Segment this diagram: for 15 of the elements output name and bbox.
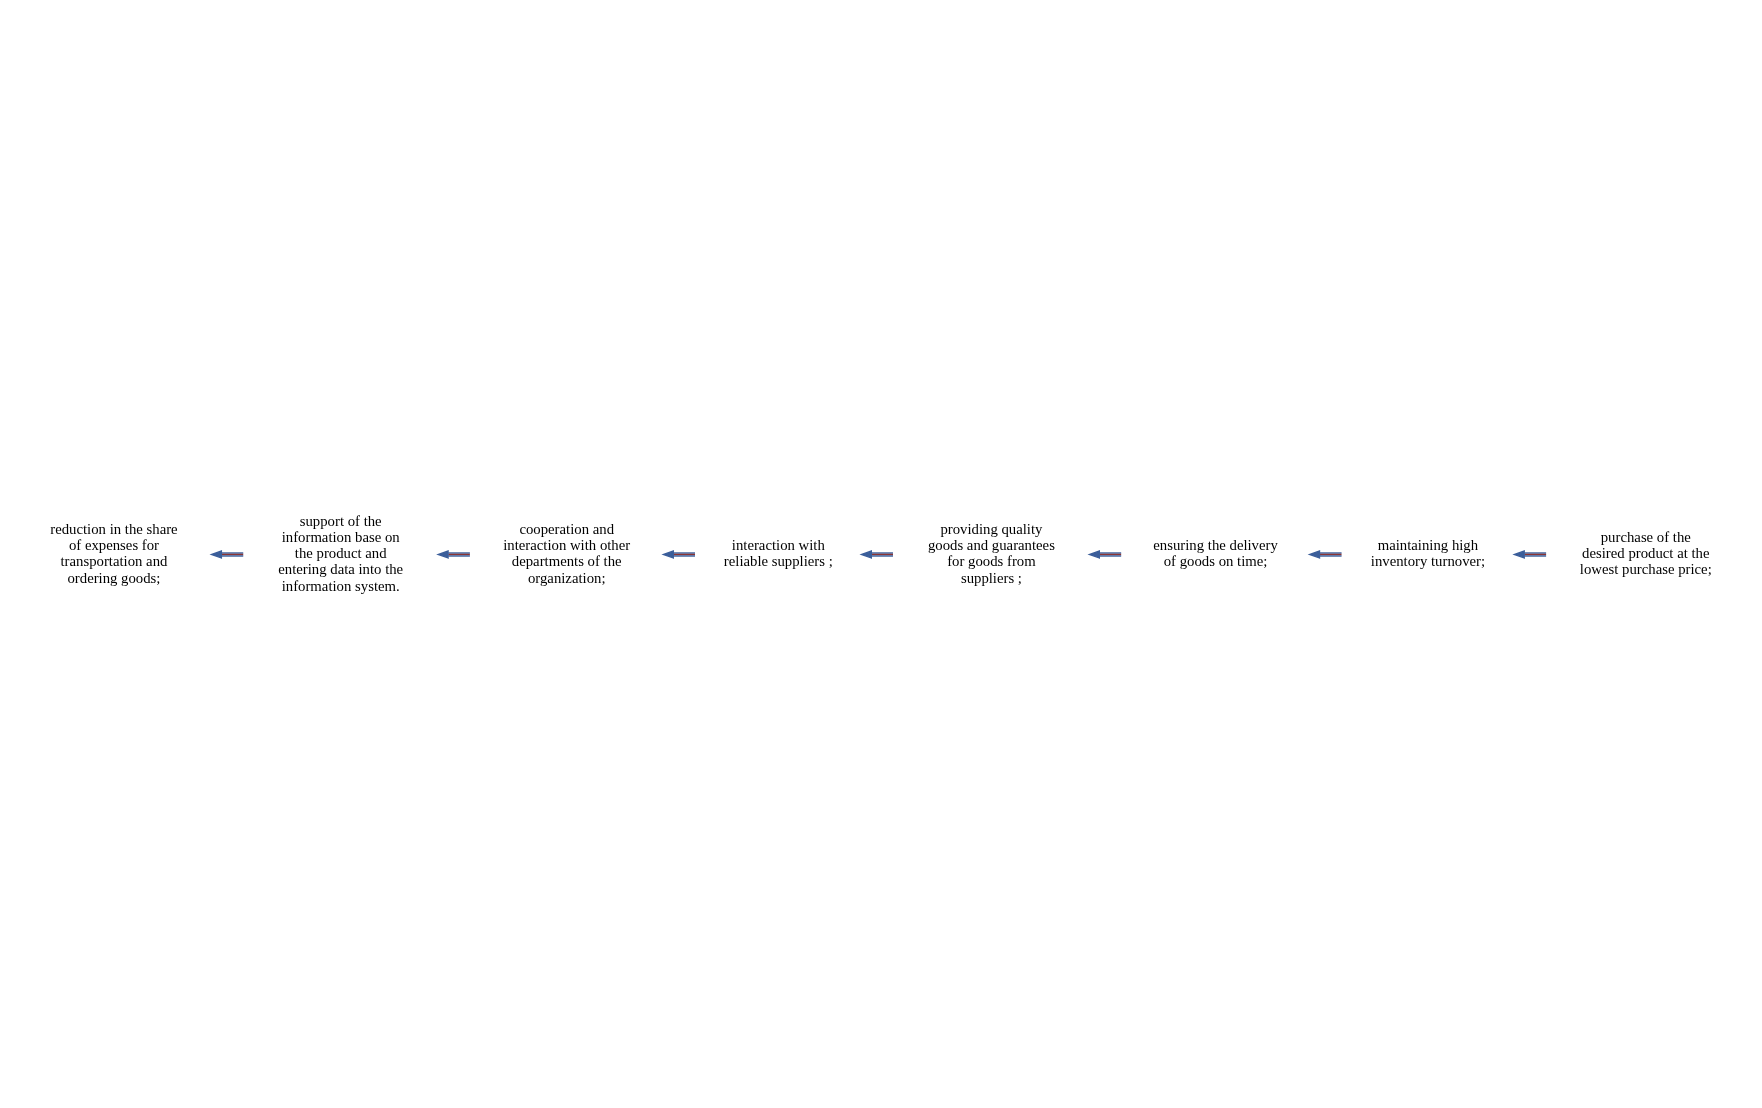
- arrow: [1087, 549, 1122, 559]
- arrow: [1307, 549, 1343, 559]
- node-text: ensuring the delivery of goods on time;: [1153, 536, 1278, 569]
- arrow: [209, 549, 244, 559]
- node-text: cooperation and interaction with other departments of the organization;: [503, 520, 631, 586]
- arrow: [436, 549, 471, 559]
- node-text: support of the information base on the product and entering data into the information system.: [278, 512, 404, 594]
- node-text: providing quality goods and guarantees for goods from suppliers ;: [927, 520, 1055, 586]
- arrow: [661, 549, 696, 559]
- node-text: maintaining high inventory turnover;: [1370, 536, 1486, 569]
- node-text: purchase of the desired product at the lowest purchase price;: [1579, 528, 1712, 577]
- arrow: [859, 549, 894, 559]
- arrow: [1512, 549, 1547, 559]
- node-text: interaction with reliable suppliers ;: [723, 536, 833, 569]
- node-text: reduction in the share of expenses for transportation and ordering goods;: [50, 520, 178, 586]
